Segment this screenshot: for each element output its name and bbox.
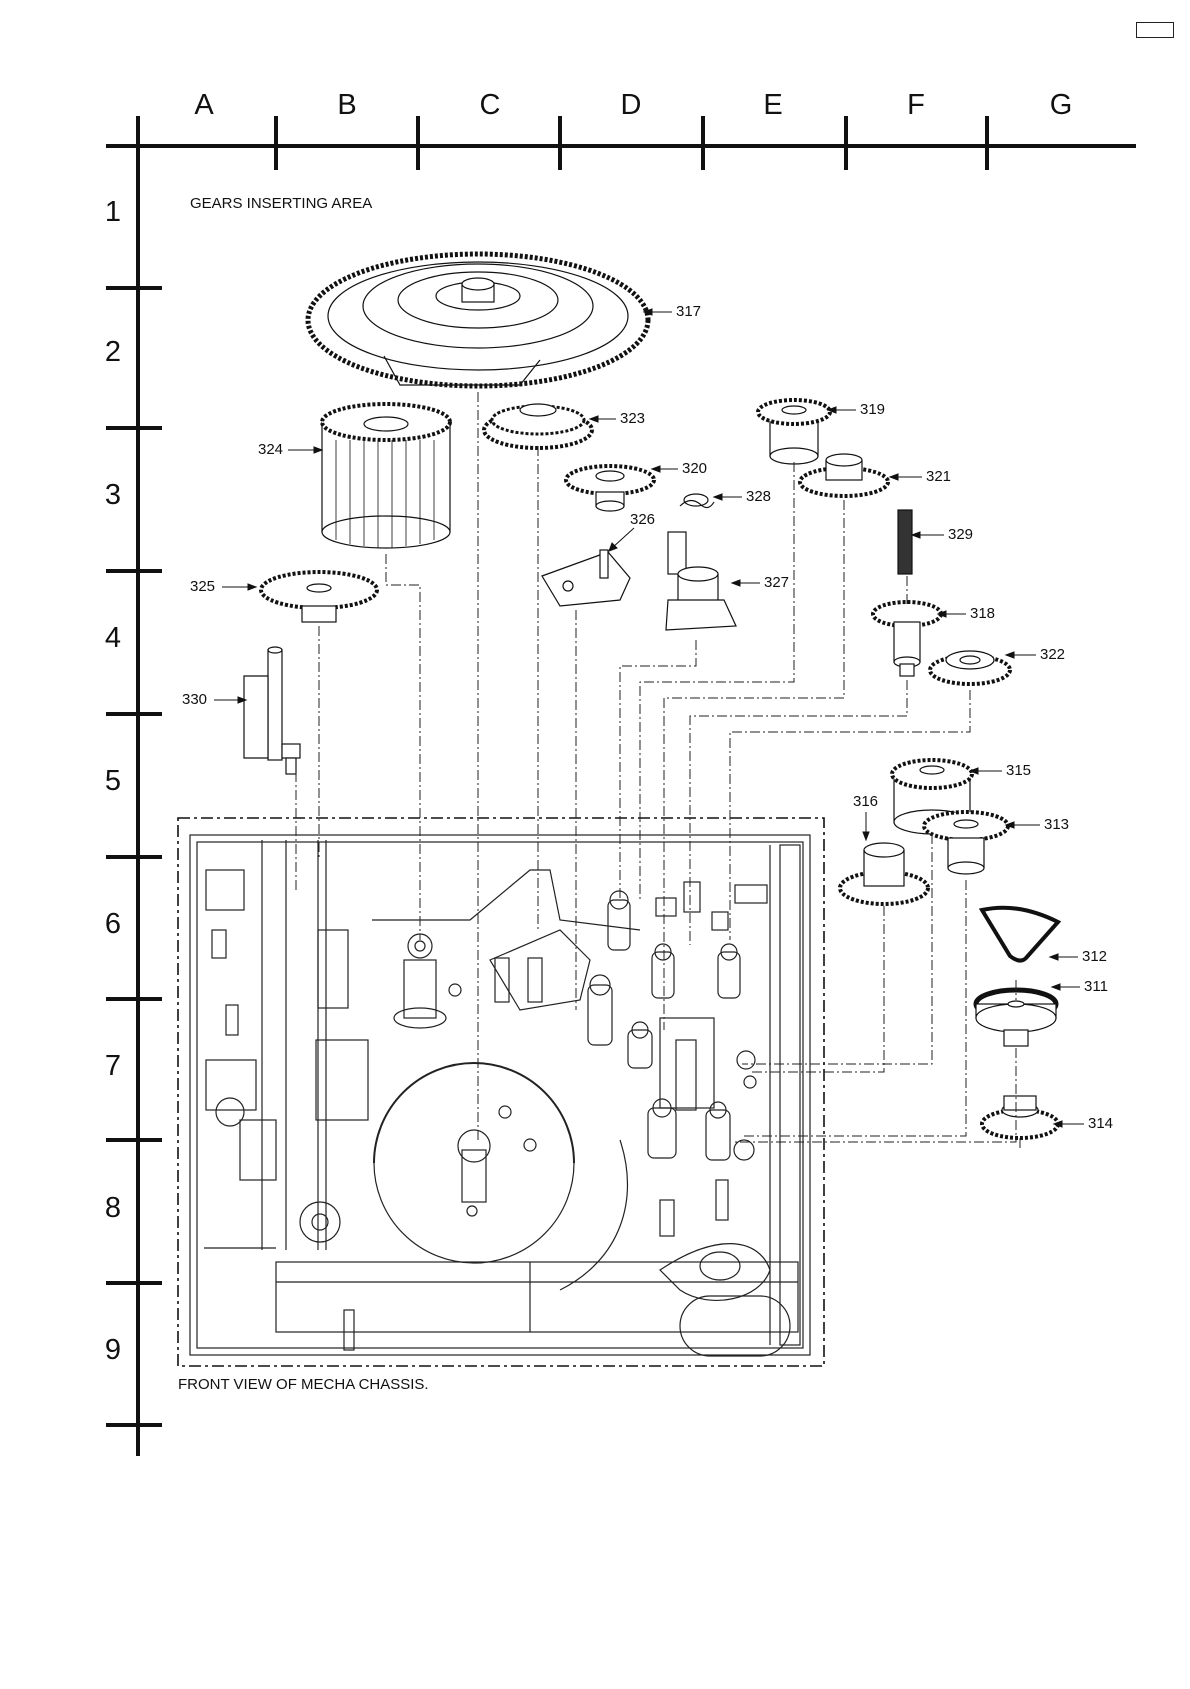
callout-316: 316 xyxy=(853,793,878,811)
callout-326: 326 xyxy=(630,511,655,529)
chassis-boundary xyxy=(178,818,824,1366)
row-label-9: 9 xyxy=(96,1333,130,1367)
column-label-f: F xyxy=(886,88,946,122)
callout-324: 324 xyxy=(258,441,283,459)
callout-312: 312 xyxy=(1082,948,1107,966)
callout-322: 322 xyxy=(1040,646,1065,664)
caption-front-view: FRONT VIEW OF MECHA CHASSIS. xyxy=(178,1376,429,1394)
lever-327 xyxy=(666,532,736,630)
page-number-box xyxy=(1136,22,1174,38)
gear-316 xyxy=(840,843,928,904)
spring-328 xyxy=(680,494,714,508)
callout-325: 325 xyxy=(190,578,215,596)
callout-313: 313 xyxy=(1044,816,1069,834)
callout-318: 318 xyxy=(970,605,995,623)
row-label-1: 1 xyxy=(96,195,130,229)
callout-323: 323 xyxy=(620,410,645,428)
column-label-a: A xyxy=(174,88,234,122)
callout-319: 319 xyxy=(860,401,885,419)
gear-322 xyxy=(930,651,1010,684)
row-label-4: 4 xyxy=(96,621,130,655)
callout-317: 317 xyxy=(676,303,701,321)
callout-329: 329 xyxy=(948,526,973,544)
row-label-8: 8 xyxy=(96,1191,130,1225)
row-label-3: 3 xyxy=(96,478,130,512)
column-label-d: D xyxy=(601,88,661,122)
callout-311: 311 xyxy=(1084,978,1108,996)
column-label-g: G xyxy=(1031,88,1091,122)
belt-312 xyxy=(982,908,1058,961)
column-label-b: B xyxy=(317,88,377,122)
gear-314 xyxy=(982,1096,1058,1138)
gear-325 xyxy=(261,572,377,622)
caption-gears-inserting-area: GEARS INSERTING AREA xyxy=(190,195,372,213)
callout-320: 320 xyxy=(682,460,707,478)
row-label-5: 5 xyxy=(96,764,130,798)
callout-327: 327 xyxy=(764,574,789,592)
lever-330 xyxy=(244,647,300,774)
worm-329 xyxy=(898,510,912,574)
row-label-2: 2 xyxy=(96,335,130,369)
callout-315: 315 xyxy=(1006,762,1031,780)
gear-323 xyxy=(484,404,592,448)
gear-318 xyxy=(873,602,941,676)
gear-317 xyxy=(308,254,648,386)
gear-313 xyxy=(924,812,1008,874)
gear-319 xyxy=(758,400,830,464)
column-label-c: C xyxy=(460,88,520,122)
column-label-e: E xyxy=(743,88,803,122)
callout-328: 328 xyxy=(746,488,771,506)
mecha-chassis xyxy=(190,835,810,1356)
callout-330: 330 xyxy=(182,691,207,709)
row-label-7: 7 xyxy=(96,1049,130,1083)
gear-320 xyxy=(566,466,654,511)
callout-314: 314 xyxy=(1088,1115,1113,1133)
row-label-6: 6 xyxy=(96,907,130,941)
gear-324 xyxy=(322,404,450,548)
callout-321: 321 xyxy=(926,468,951,486)
lever-326 xyxy=(542,550,630,606)
